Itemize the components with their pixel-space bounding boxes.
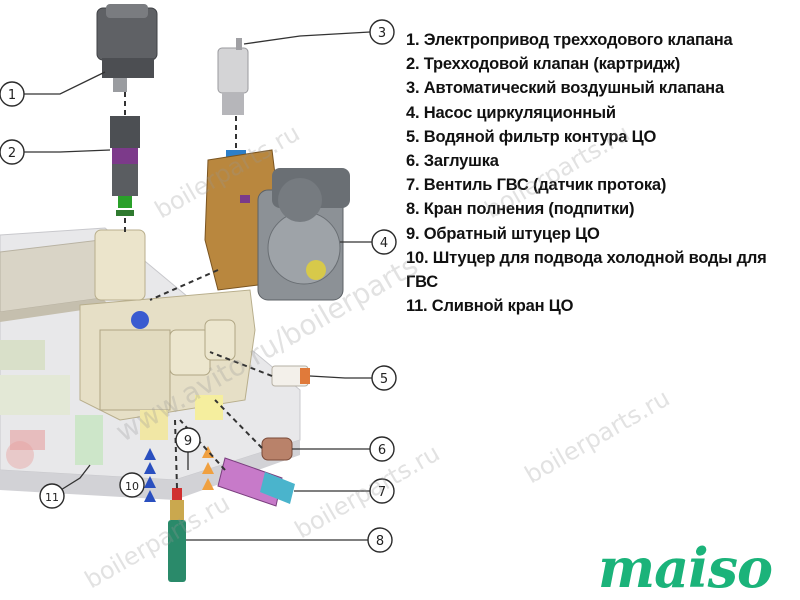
legend-item: 10. Штуцер для подвода холодной воды для [406, 248, 767, 267]
legend-item: 2. Трехходовой клапан (картридж) [406, 55, 681, 74]
dhw-flow-valve [217, 457, 295, 507]
legend-item: 1. Электропривод трехходового клапана [406, 31, 733, 49]
hydraulic-manifold [0, 229, 256, 469]
callout-10: 10 [119, 472, 145, 498]
callout-1: 1 [0, 81, 25, 107]
water-filter [271, 365, 310, 387]
filling-tap [168, 488, 186, 582]
legend-item: 9. Обратный штуцер ЦО [406, 224, 600, 243]
legend-item: 8. Кран полнения (подпитки) [406, 200, 635, 219]
callout-9-label: 9 [184, 434, 192, 449]
brand-logo: maiso [598, 536, 773, 600]
callout-3: 3 [369, 19, 395, 45]
parts-legend: 1. Электропривод трехходового клапана 2.… [406, 28, 798, 318]
callout-2: 2 [0, 139, 25, 165]
callout-6-label: 6 [378, 443, 386, 458]
callouts: 1 2 3 4 5 6 7 8 9 10 11 [0, 19, 397, 553]
automatic-air-vent [217, 38, 249, 164]
leader-lines [24, 31, 372, 541]
callout-8-label: 8 [376, 534, 384, 549]
callout-5: 5 [371, 365, 397, 391]
legend-item: 11. Сливной кран ЦО [406, 297, 574, 316]
valve-actuator [96, 4, 158, 92]
legend-item: 4. Насос циркуляционный [406, 103, 616, 122]
callout-1-label: 1 [8, 88, 16, 103]
legend-item: 7. Вентиль ГВС (датчик протока) [406, 176, 667, 195]
callout-10-label: 10 [125, 480, 139, 493]
legend-item: ГВС [406, 273, 438, 292]
callout-11: 11 [39, 483, 65, 509]
circulation-pump [204, 149, 350, 301]
callout-4: 4 [371, 229, 397, 255]
callout-6: 6 [369, 436, 395, 462]
callout-8: 8 [367, 527, 393, 553]
callout-2-label: 2 [8, 146, 16, 161]
callout-11-label: 11 [45, 491, 59, 504]
callout-5-label: 5 [380, 372, 388, 387]
callout-7: 7 [369, 478, 395, 504]
callout-3-label: 3 [378, 26, 386, 41]
plug [261, 437, 293, 461]
legend-item: 5. Водяной фильтр контура ЦО [406, 127, 657, 146]
callout-4-label: 4 [380, 236, 388, 251]
callout-7-label: 7 [378, 485, 386, 500]
legend-item: 3. Автоматический воздушный клапана [406, 79, 724, 98]
three-way-valve-cartridge [110, 116, 140, 216]
legend-item: 6. Заглушка [406, 152, 499, 171]
callout-9: 9 [175, 427, 201, 453]
